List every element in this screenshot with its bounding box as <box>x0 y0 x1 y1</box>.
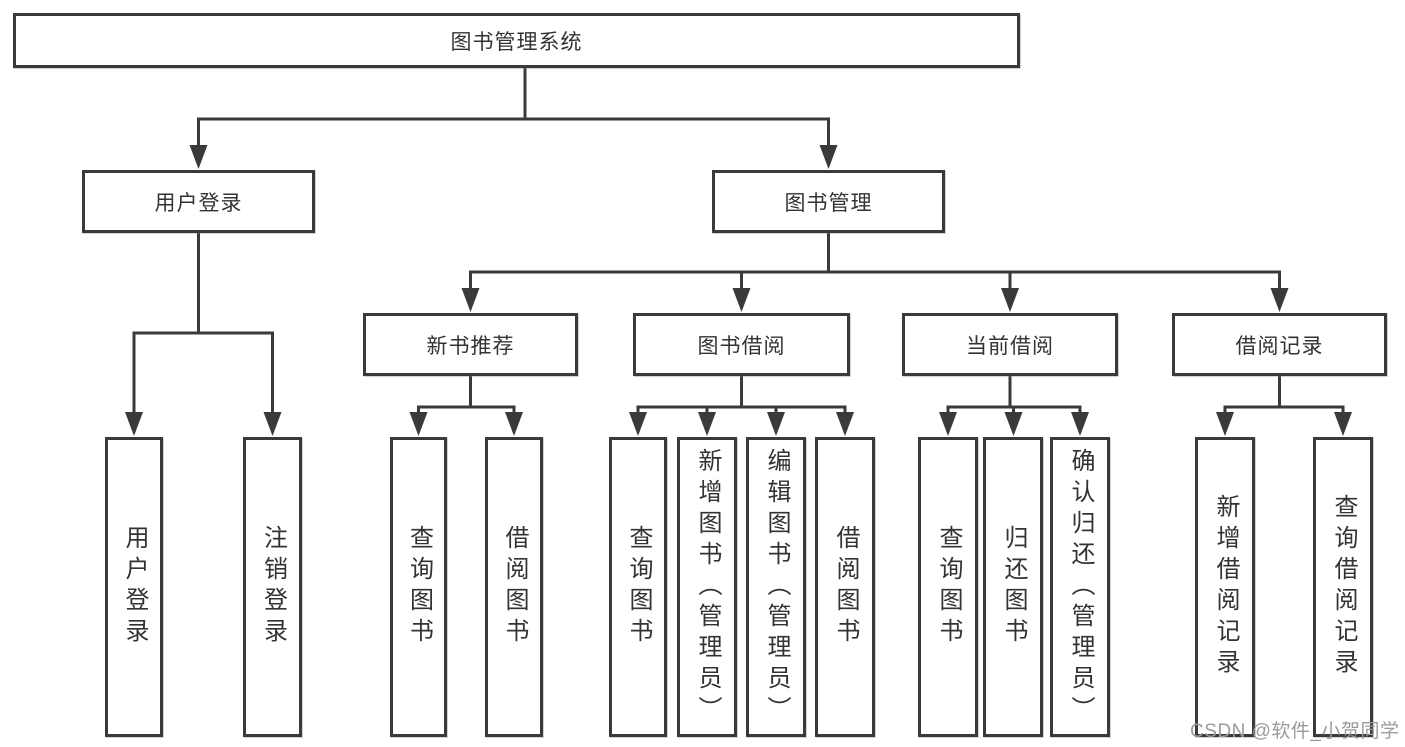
node-current-borrow: 当前借阅 <box>902 313 1118 376</box>
node-label: 图书管理 <box>784 191 873 215</box>
connector-line <box>132 331 274 416</box>
arrowhead-icon <box>1270 288 1289 312</box>
arrowhead-icon <box>819 145 838 169</box>
leaf-query-books-current: 查询图书 <box>918 437 978 737</box>
connector-line <box>636 405 847 416</box>
node-root-system: 图书管理系统 <box>13 13 1020 68</box>
arrowhead-icon <box>1001 288 1019 312</box>
arrowhead-icon <box>732 288 751 312</box>
node-new-book-recommend: 新书推荐 <box>363 313 578 376</box>
leaf-edit-books-admin: 编辑图书（管理员） <box>746 437 806 737</box>
node-label: 借阅图书 <box>501 525 528 649</box>
node-label: 查询图书 <box>405 525 433 649</box>
leaf-borrow-books-recommend: 借阅图书 <box>485 437 543 737</box>
arrowhead-icon <box>1004 412 1023 436</box>
node-label: 图书借阅 <box>697 334 786 358</box>
arrowhead-icon <box>461 288 480 312</box>
arrowhead-icon <box>189 145 208 169</box>
leaf-logout: 注销登录 <box>243 437 302 737</box>
node-label: 确认归还（管理员） <box>1067 447 1094 727</box>
arrowhead-icon <box>505 412 523 436</box>
arrowhead-icon <box>836 412 854 436</box>
node-label: 注销登录 <box>259 525 287 649</box>
node-label: 图书管理系统 <box>450 30 583 54</box>
node-label: 归还图书 <box>1000 525 1027 649</box>
leaf-user-login: 用户登录 <box>105 437 163 737</box>
node-label: 用户登录 <box>154 191 243 215</box>
node-label: 新增图书（管理员） <box>694 447 721 727</box>
leaf-add-books-admin: 新增图书（管理员） <box>677 437 737 737</box>
node-label: 用户登录 <box>121 525 148 649</box>
node-book-borrow: 图书借阅 <box>633 313 850 376</box>
node-label: 编辑图书（管理员） <box>763 447 790 727</box>
node-label: 当前借阅 <box>966 334 1054 358</box>
arrowhead-icon <box>125 412 143 436</box>
node-borrow-records: 借阅记录 <box>1172 313 1387 376</box>
arrowhead-icon <box>263 412 282 436</box>
node-label: 查询图书 <box>935 525 962 649</box>
arrowhead-icon <box>939 412 957 436</box>
connector-line <box>469 270 1281 291</box>
leaf-confirm-return-admin: 确认归还（管理员） <box>1050 437 1110 737</box>
arrowhead-icon <box>1071 412 1089 436</box>
node-user-login: 用户登录 <box>82 170 315 233</box>
connector-line <box>417 405 516 416</box>
leaf-add-borrow-record: 新增借阅记录 <box>1195 437 1255 737</box>
arrowhead-icon <box>1216 412 1234 436</box>
node-label: 查询图书 <box>625 525 652 649</box>
node-label: 查询借阅记录 <box>1330 494 1357 680</box>
node-label: 新增借阅记录 <box>1212 494 1239 680</box>
leaf-query-books-recommend: 查询图书 <box>390 437 447 737</box>
leaf-borrow-books: 借阅图书 <box>815 437 875 737</box>
connector-line <box>197 117 830 148</box>
arrowhead-icon <box>629 412 647 436</box>
node-book-management: 图书管理 <box>712 170 945 233</box>
node-label: 借阅图书 <box>832 525 859 649</box>
arrowhead-icon <box>409 412 428 436</box>
csdn-watermark: CSDN @软件_小贺同学 <box>1190 721 1400 742</box>
arrowhead-icon <box>1334 412 1352 436</box>
leaf-query-borrow-record: 查询借阅记录 <box>1313 437 1373 737</box>
arrowhead-icon <box>767 412 785 436</box>
leaf-query-books-borrow: 查询图书 <box>609 437 667 737</box>
node-label: 新书推荐 <box>426 334 515 358</box>
leaf-return-books: 归还图书 <box>983 437 1043 737</box>
connector-line <box>1223 405 1345 416</box>
node-label: 借阅记录 <box>1235 334 1324 358</box>
arrowhead-icon <box>698 412 716 436</box>
